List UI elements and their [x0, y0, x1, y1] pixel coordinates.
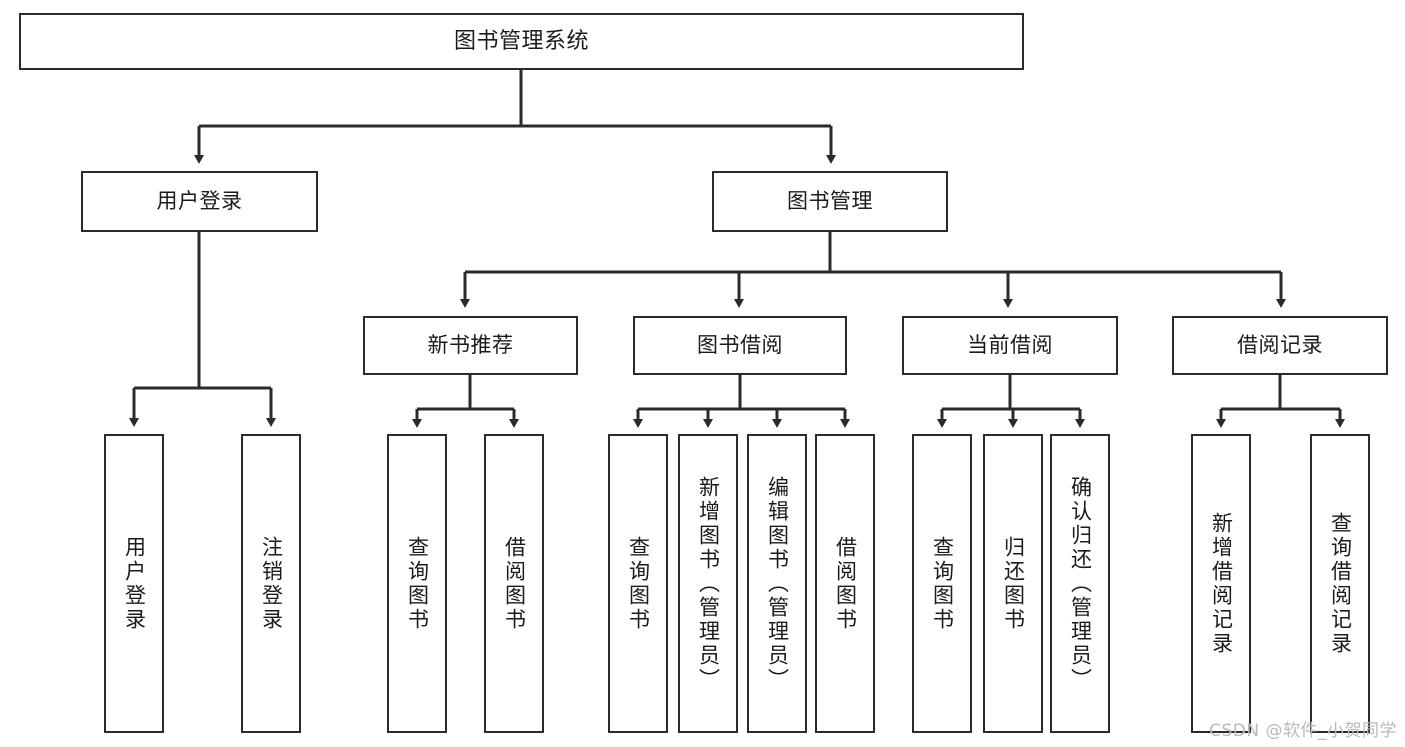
node-root[interactable]: 图书管理系统	[19, 13, 1024, 70]
leaf-leaf-rec-borrow[interactable]: 借阅图书	[484, 434, 544, 733]
node-label: 新书推荐	[427, 333, 514, 358]
node-book-borrow[interactable]: 图书借阅	[633, 316, 847, 375]
node-label: 归还图书	[1001, 535, 1026, 632]
leaf-leaf-user-logout[interactable]: 注销登录	[241, 434, 301, 733]
node-current-borrow[interactable]: 当前借阅	[902, 316, 1118, 375]
node-label: 借阅图书	[502, 535, 527, 632]
leaf-leaf-borrow-add[interactable]: 新增图书（管理员）	[678, 434, 738, 733]
node-label: 图书借阅	[697, 333, 783, 358]
leaf-leaf-borrow-edit[interactable]: 编辑图书（管理员）	[747, 434, 807, 733]
node-label: 新增借阅记录	[1209, 511, 1234, 656]
node-label: 借阅图书	[833, 535, 858, 632]
node-label: 用户登录	[122, 535, 147, 632]
node-new-book-rec[interactable]: 新书推荐	[363, 316, 578, 375]
leaf-leaf-rec-query[interactable]: 查询图书	[387, 434, 447, 733]
node-book-manage[interactable]: 图书管理	[712, 171, 948, 232]
csdn-watermark: CSDN @软件_小贺同学	[1209, 721, 1397, 741]
node-label: 查询借阅记录	[1328, 511, 1353, 656]
node-label: 查询图书	[930, 535, 955, 632]
node-user-login[interactable]: 用户登录	[81, 171, 318, 232]
node-label: 新增图书（管理员）	[696, 475, 721, 692]
node-label: 图书管理系统	[453, 28, 589, 54]
node-label: 查询图书	[626, 535, 651, 632]
node-label: 确认归还（管理员）	[1068, 475, 1093, 692]
leaf-leaf-borrow-lend[interactable]: 借阅图书	[815, 434, 875, 733]
node-label: 图书管理	[787, 189, 873, 214]
node-label: 当前借阅	[967, 333, 1053, 358]
node-label: 注销登录	[259, 535, 284, 632]
leaf-leaf-user-login[interactable]: 用户登录	[104, 434, 164, 733]
node-borrow-record[interactable]: 借阅记录	[1172, 316, 1388, 375]
leaf-leaf-borrow-query[interactable]: 查询图书	[608, 434, 668, 733]
node-label: 用户登录	[156, 189, 243, 214]
node-label: 借阅记录	[1237, 333, 1323, 358]
node-label: 编辑图书（管理员）	[765, 475, 790, 692]
leaf-leaf-cur-confirm[interactable]: 确认归还（管理员）	[1050, 434, 1110, 733]
leaf-leaf-rec-search[interactable]: 查询借阅记录	[1310, 434, 1370, 733]
leaf-leaf-cur-query[interactable]: 查询图书	[912, 434, 972, 733]
node-label: 查询图书	[405, 535, 430, 632]
leaf-leaf-cur-return[interactable]: 归还图书	[983, 434, 1043, 733]
leaf-leaf-rec-add[interactable]: 新增借阅记录	[1191, 434, 1251, 733]
